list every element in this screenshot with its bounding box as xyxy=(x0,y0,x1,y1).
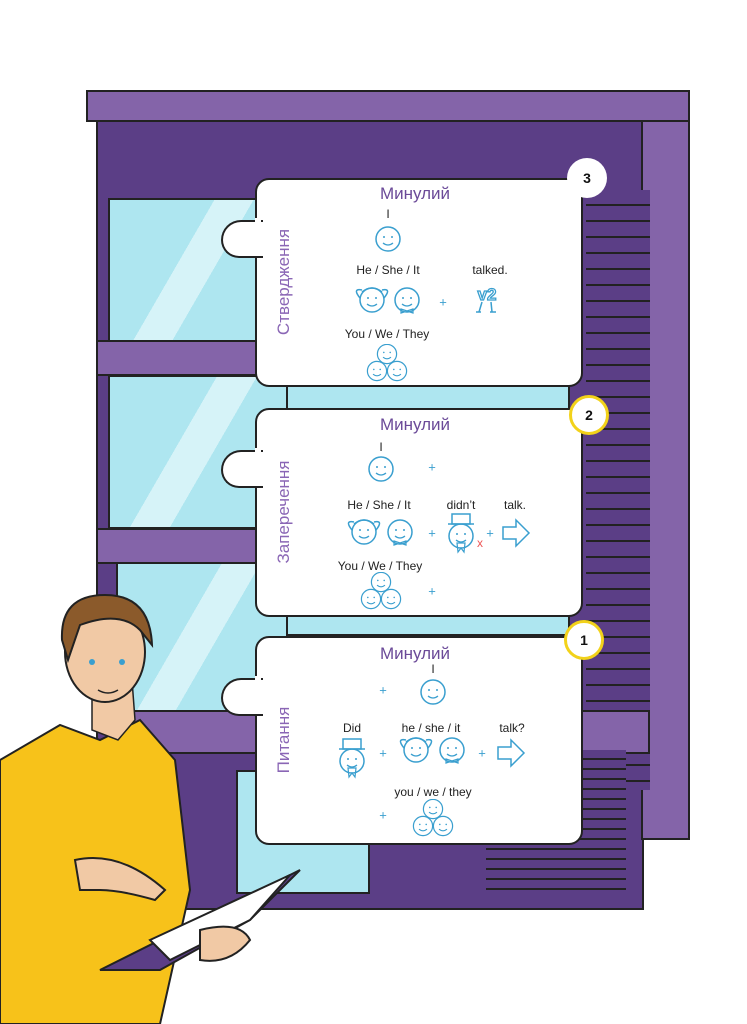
card-title: Минулий xyxy=(379,184,451,203)
verb: talked. xyxy=(472,263,508,277)
plus-icon: + xyxy=(439,294,447,310)
girl-face-icon xyxy=(342,515,386,549)
arrow-right-icon xyxy=(497,739,525,767)
card-title: Минулий xyxy=(379,644,451,663)
v2-icon xyxy=(475,284,498,313)
girl-face-icon xyxy=(394,733,438,767)
cross-icon: x xyxy=(477,536,483,550)
boy-face-icon xyxy=(385,515,415,549)
pronoun-you-we-they: You / We / They xyxy=(344,327,430,341)
boy-face-icon xyxy=(437,733,467,767)
plus-icon: + xyxy=(379,807,387,823)
group-faces-icon xyxy=(359,572,403,612)
pronoun-he-she-it: He / She / It xyxy=(356,263,420,277)
card-title: Минулий xyxy=(379,415,451,434)
side-label: Заперечення xyxy=(274,460,293,564)
card-negative: Минулий Заперечення I + He / She / It + … xyxy=(221,408,583,617)
plus-icon: + xyxy=(428,525,436,541)
plus-icon: + xyxy=(478,745,486,761)
plus-icon: + xyxy=(379,682,387,698)
pronoun-he-she-it: He / She / It xyxy=(347,498,411,512)
plus-icon: + xyxy=(486,525,494,541)
pronoun-you-we-they: you / we / they xyxy=(394,785,472,799)
side-label: Питання xyxy=(274,706,293,774)
girl-face-icon xyxy=(350,283,394,317)
plus-icon: + xyxy=(428,583,436,599)
shutter xyxy=(586,190,650,790)
hat-man-icon xyxy=(446,512,476,556)
side-label: Ствердження xyxy=(274,228,293,336)
verb: talk? xyxy=(499,721,525,735)
face-icon xyxy=(375,226,401,252)
pronoun-i: I xyxy=(431,662,435,676)
hat-man-icon xyxy=(337,737,367,781)
card-question: Минулий Питання I + Did + he / she / it … xyxy=(221,636,583,845)
group-faces-icon xyxy=(411,799,455,839)
verb: talk. xyxy=(503,498,527,512)
step-badge-3: 3 xyxy=(567,158,607,198)
pronoun-i: I xyxy=(386,207,390,221)
pronoun-you-we-they: You / We / They xyxy=(337,559,423,573)
pronoun-he-she-it: he / she / it xyxy=(401,721,461,735)
face-icon xyxy=(420,679,446,705)
plus-icon: + xyxy=(379,745,387,761)
auxiliary: Did xyxy=(342,721,362,735)
step-badge-1: 1 xyxy=(564,620,604,660)
auxiliary: didn’t xyxy=(446,498,476,512)
presenter-illustration xyxy=(0,593,301,1024)
arrow-right-icon xyxy=(502,519,530,547)
pronoun-i: I xyxy=(379,440,383,454)
card-affirmative: Минулий Ствердження I He / She / It + ta… xyxy=(221,178,583,387)
step-badge-2: 2 xyxy=(569,395,609,435)
face-icon xyxy=(368,456,394,482)
building-roof xyxy=(86,90,690,122)
group-faces-icon xyxy=(365,344,409,384)
plus-icon: + xyxy=(428,459,436,475)
boy-face-icon xyxy=(392,283,422,317)
